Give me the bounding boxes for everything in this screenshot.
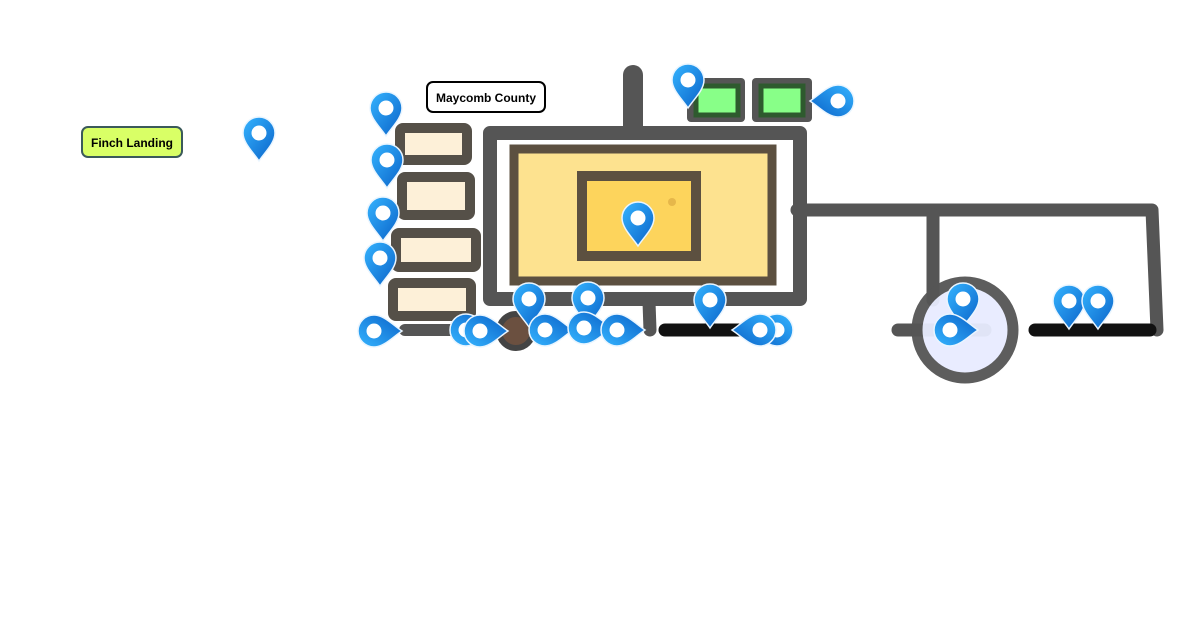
green-building-1[interactable] [693, 83, 741, 118]
road-east [790, 203, 1164, 337]
annex-building-3[interactable] [391, 228, 481, 272]
map-pin-icon[interactable] [528, 313, 574, 347]
map-pin-icon[interactable] [731, 313, 777, 347]
green-buildings [687, 78, 812, 122]
map-pin-icon[interactable] [809, 84, 855, 118]
place-label-finch-landing[interactable]: Finch Landing [81, 126, 183, 158]
map-pin-icon[interactable] [693, 283, 727, 329]
annex-building-4[interactable] [388, 278, 476, 321]
green-building-2[interactable] [758, 83, 806, 118]
point-marker [668, 198, 676, 206]
map-pin-icon[interactable] [1052, 284, 1086, 330]
place-label-maycomb-county[interactable]: Maycomb County [426, 81, 547, 113]
annex-building-2[interactable] [397, 172, 475, 220]
road-south-stub [642, 295, 657, 337]
map-pin-icon[interactable] [363, 241, 397, 287]
map-pin-icon[interactable] [242, 116, 276, 162]
annex-building-1[interactable] [395, 123, 472, 165]
map-pin-icon[interactable] [1081, 284, 1115, 330]
annex-buildings [388, 123, 481, 321]
map-pin-icon[interactable] [600, 313, 646, 347]
